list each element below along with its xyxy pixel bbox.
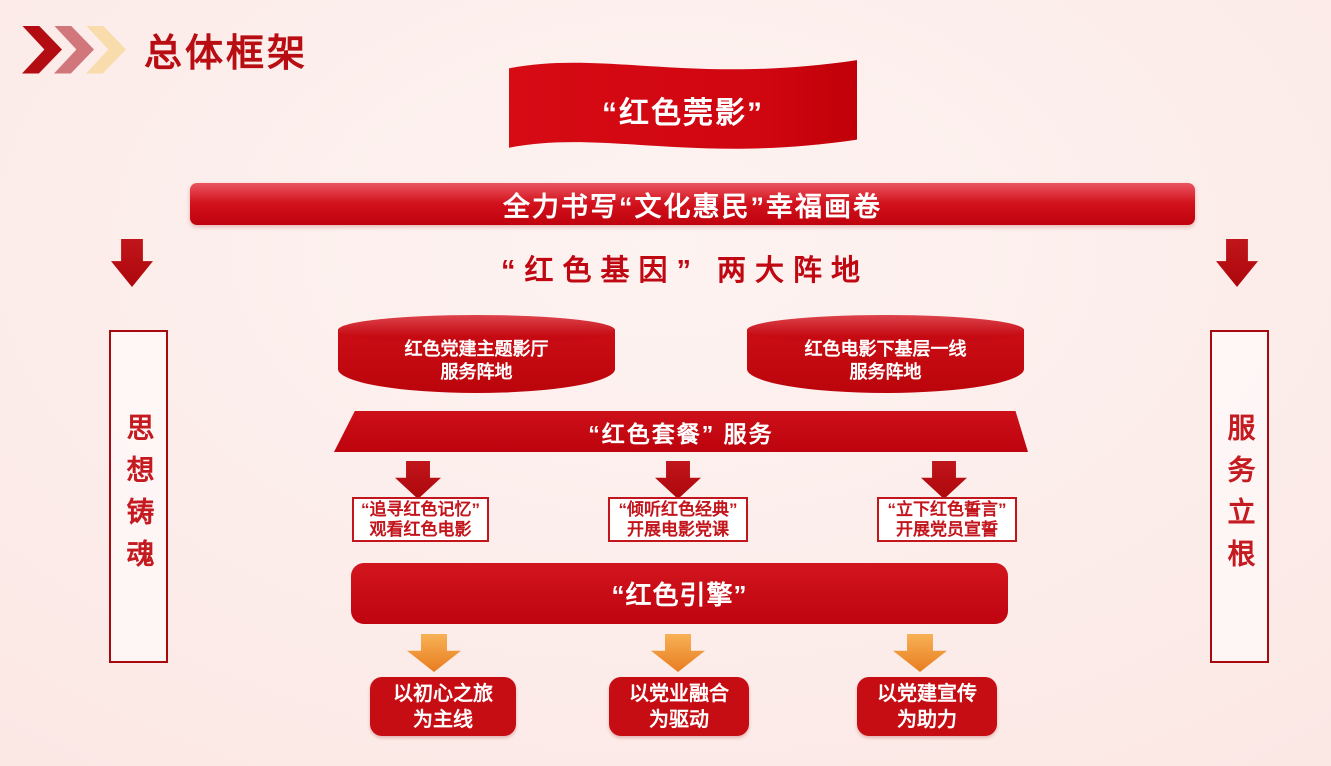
service-line2: 开展电影党课 xyxy=(627,519,729,539)
service-box-memory: “追寻红色记忆” 观看红色电影 xyxy=(352,497,489,542)
service-line1: “倾听红色经典” xyxy=(618,499,738,519)
ribbon-wave-shape xyxy=(509,60,857,149)
down-arrow-icon xyxy=(407,634,461,672)
down-arrow-icon xyxy=(1216,239,1258,287)
driver-line2: 为主线 xyxy=(413,708,473,731)
down-arrow-icon xyxy=(111,239,153,287)
driver-line2: 为助力 xyxy=(897,708,957,731)
ribbon-label: “红色莞影” xyxy=(602,97,764,130)
banner-bar: 全力书写“文化惠民”幸福画卷 xyxy=(190,183,1195,225)
cylinder-line1: 红色党建主题影厅 xyxy=(404,339,549,359)
cylinder-line1: 红色电影下基层一线 xyxy=(804,339,967,359)
driver-box-publicity: 以党建宣传 为助力 xyxy=(857,677,997,736)
title-chevrons xyxy=(22,25,126,75)
cylinder-party-theater: 红色党建主题影厅 服务阵地 xyxy=(338,315,615,393)
down-arrow-icon xyxy=(655,461,701,499)
slide-title: 总体框架 xyxy=(144,33,309,75)
pillar-left: 思想铸魂 xyxy=(109,330,168,663)
service-line1: “立下红色誓言” xyxy=(887,499,1007,519)
driver-line1: 以党业融合 xyxy=(629,682,729,705)
package-bar: “红色套餐” 服务 xyxy=(334,411,1028,452)
driver-box-integration: 以党业融合 为驱动 xyxy=(609,677,749,736)
driver-box-journey: 以初心之旅 为主线 xyxy=(370,677,516,736)
cylinder-grassroots-film: 红色电影下基层一线 服务阵地 xyxy=(747,315,1024,393)
driver-line1: 以初心之旅 xyxy=(393,682,493,705)
down-arrow-icon xyxy=(651,634,705,672)
cylinder-line2: 服务阵地 xyxy=(849,362,922,382)
service-box-oath: “立下红色誓言” 开展党员宣誓 xyxy=(877,497,1017,542)
ribbon-banner: “红色莞影” xyxy=(503,50,863,162)
section-heading: “红色基因” 两大阵地 xyxy=(500,255,870,287)
down-arrow-icon xyxy=(893,634,947,672)
pillar-right: 服务立根 xyxy=(1210,330,1269,663)
down-arrow-icon xyxy=(921,461,967,499)
service-box-classics: “倾听红色经典” 开展电影党课 xyxy=(608,497,748,542)
engine-bar: “红色引擎” xyxy=(351,563,1008,624)
pillar-left-label: 思想铸魂 xyxy=(123,412,155,581)
chevron-right-icon xyxy=(22,25,62,74)
package-bar-label: “红色套餐” 服务 xyxy=(588,420,774,447)
pillar-right-label: 服务立根 xyxy=(1224,412,1256,581)
title-row: 总体框架 xyxy=(22,22,308,77)
service-line2: 观看红色电影 xyxy=(369,519,472,539)
down-arrow-icon xyxy=(395,461,441,499)
driver-line2: 为驱动 xyxy=(649,708,709,731)
driver-line1: 以党建宣传 xyxy=(877,682,977,705)
service-line1: “追寻红色记忆” xyxy=(361,499,480,519)
cylinder-line2: 服务阵地 xyxy=(440,362,513,382)
service-line2: 开展党员宣誓 xyxy=(896,519,998,539)
banner-label: 全力书写“文化惠民”幸福画卷 xyxy=(503,191,882,222)
engine-label: “红色引擎” xyxy=(611,580,748,610)
